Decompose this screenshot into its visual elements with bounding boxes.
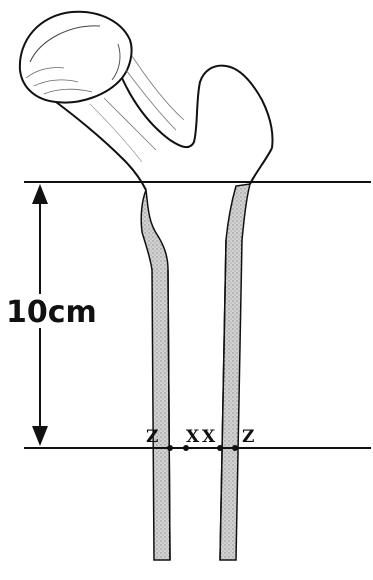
medial-cortex bbox=[141, 190, 170, 560]
marker-point bbox=[232, 445, 238, 451]
measurement-label: 10cm bbox=[6, 295, 97, 330]
marker-label-x: X bbox=[186, 427, 200, 447]
marker-point bbox=[167, 445, 173, 451]
marker-point bbox=[217, 445, 223, 451]
marker-label-z: Z bbox=[146, 427, 158, 447]
lateral-cortex bbox=[220, 184, 250, 560]
femoral-head bbox=[20, 12, 132, 103]
marker-label-z: Z bbox=[242, 427, 254, 447]
marker-label-x: X bbox=[202, 427, 216, 447]
